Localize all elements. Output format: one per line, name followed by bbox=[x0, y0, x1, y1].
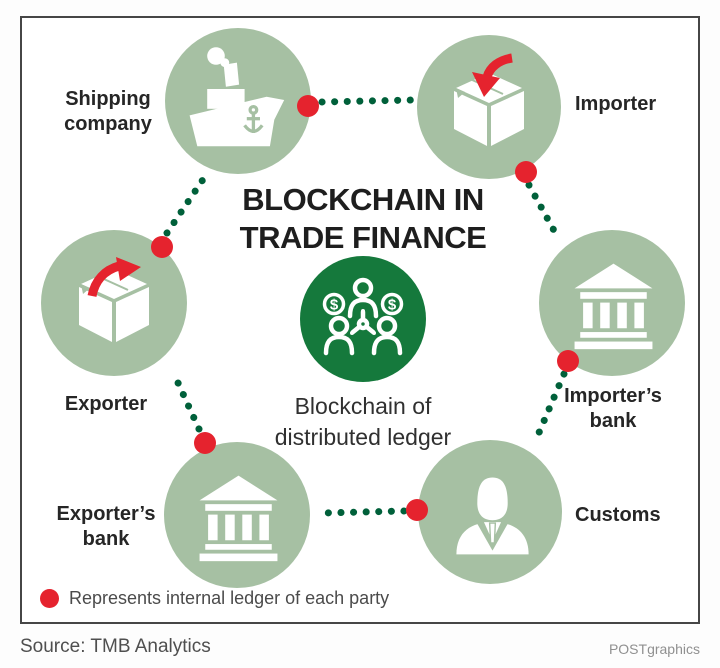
arrow-in-tail bbox=[482, 53, 513, 79]
link-exporters-bank-exporter bbox=[170, 370, 203, 433]
ledger-dot-exporters-bank bbox=[194, 432, 216, 454]
importers-bank-circle bbox=[539, 230, 685, 376]
legend-text: Represents internal ledger of each party bbox=[69, 588, 390, 608]
ledger-dot-importers-bank bbox=[557, 350, 579, 372]
link-shipping-importer bbox=[318, 96, 417, 106]
link-exporter-shipping bbox=[163, 174, 208, 237]
link-customs-exporters-bank bbox=[319, 507, 408, 517]
title-line-1: BLOCKCHAIN IN bbox=[242, 182, 484, 217]
label-importers-bank: Importer’s bank bbox=[564, 385, 662, 432]
arrow-in-head bbox=[472, 72, 500, 97]
postgraphics-credit: POSTgraphics bbox=[608, 641, 700, 657]
link-importer-importers-bank bbox=[525, 181, 561, 240]
source-credit: Source: TMB Analytics bbox=[20, 636, 211, 657]
title-line-2: TRADE FINANCE bbox=[239, 220, 487, 255]
ledger-dots bbox=[151, 95, 579, 521]
ledger-dot-exporter bbox=[151, 236, 173, 258]
label-importer: Importer bbox=[575, 93, 657, 115]
dotted-links bbox=[163, 96, 568, 517]
dollar-symbol-left: $ bbox=[330, 297, 339, 314]
label-shipping-company: Shipping company bbox=[64, 88, 152, 135]
dollar-coin-left bbox=[322, 292, 346, 316]
anchor-glyph bbox=[243, 104, 264, 134]
label-customs: Customs bbox=[575, 504, 661, 526]
ledger-dot-shipping bbox=[297, 95, 319, 117]
box-receive-icon bbox=[453, 53, 525, 147]
businessman-icon bbox=[456, 477, 529, 555]
label-exporters-bank: Exporter’s bank bbox=[56, 503, 156, 550]
cargo-ship-icon bbox=[189, 47, 285, 147]
arrow-out-head bbox=[116, 257, 141, 281]
label-exporter: Exporter bbox=[64, 393, 148, 415]
blockchain-network-icon: $ $ bbox=[322, 277, 404, 356]
center-caption: Blockchain of distributed ledger bbox=[233, 391, 493, 453]
page-title: BLOCKCHAIN IN TRADE FINANCE bbox=[213, 181, 513, 257]
arrow-out-tail bbox=[87, 261, 121, 298]
link-importers-bank-customs bbox=[531, 370, 568, 446]
exporters-bank-circle bbox=[164, 442, 310, 588]
caption-line-2: distributed ledger bbox=[274, 424, 452, 450]
legend-red-dot-icon bbox=[40, 589, 59, 608]
dollar-coin-right bbox=[380, 292, 404, 316]
importer-circle bbox=[417, 35, 561, 179]
ledger-dot-customs bbox=[406, 499, 428, 521]
exporter-circle bbox=[41, 230, 187, 376]
dollar-symbol-right: $ bbox=[388, 297, 397, 314]
ledger-dot-importer bbox=[515, 161, 537, 183]
box-send-icon bbox=[78, 257, 150, 343]
caption-line-1: Blockchain of bbox=[294, 393, 432, 419]
